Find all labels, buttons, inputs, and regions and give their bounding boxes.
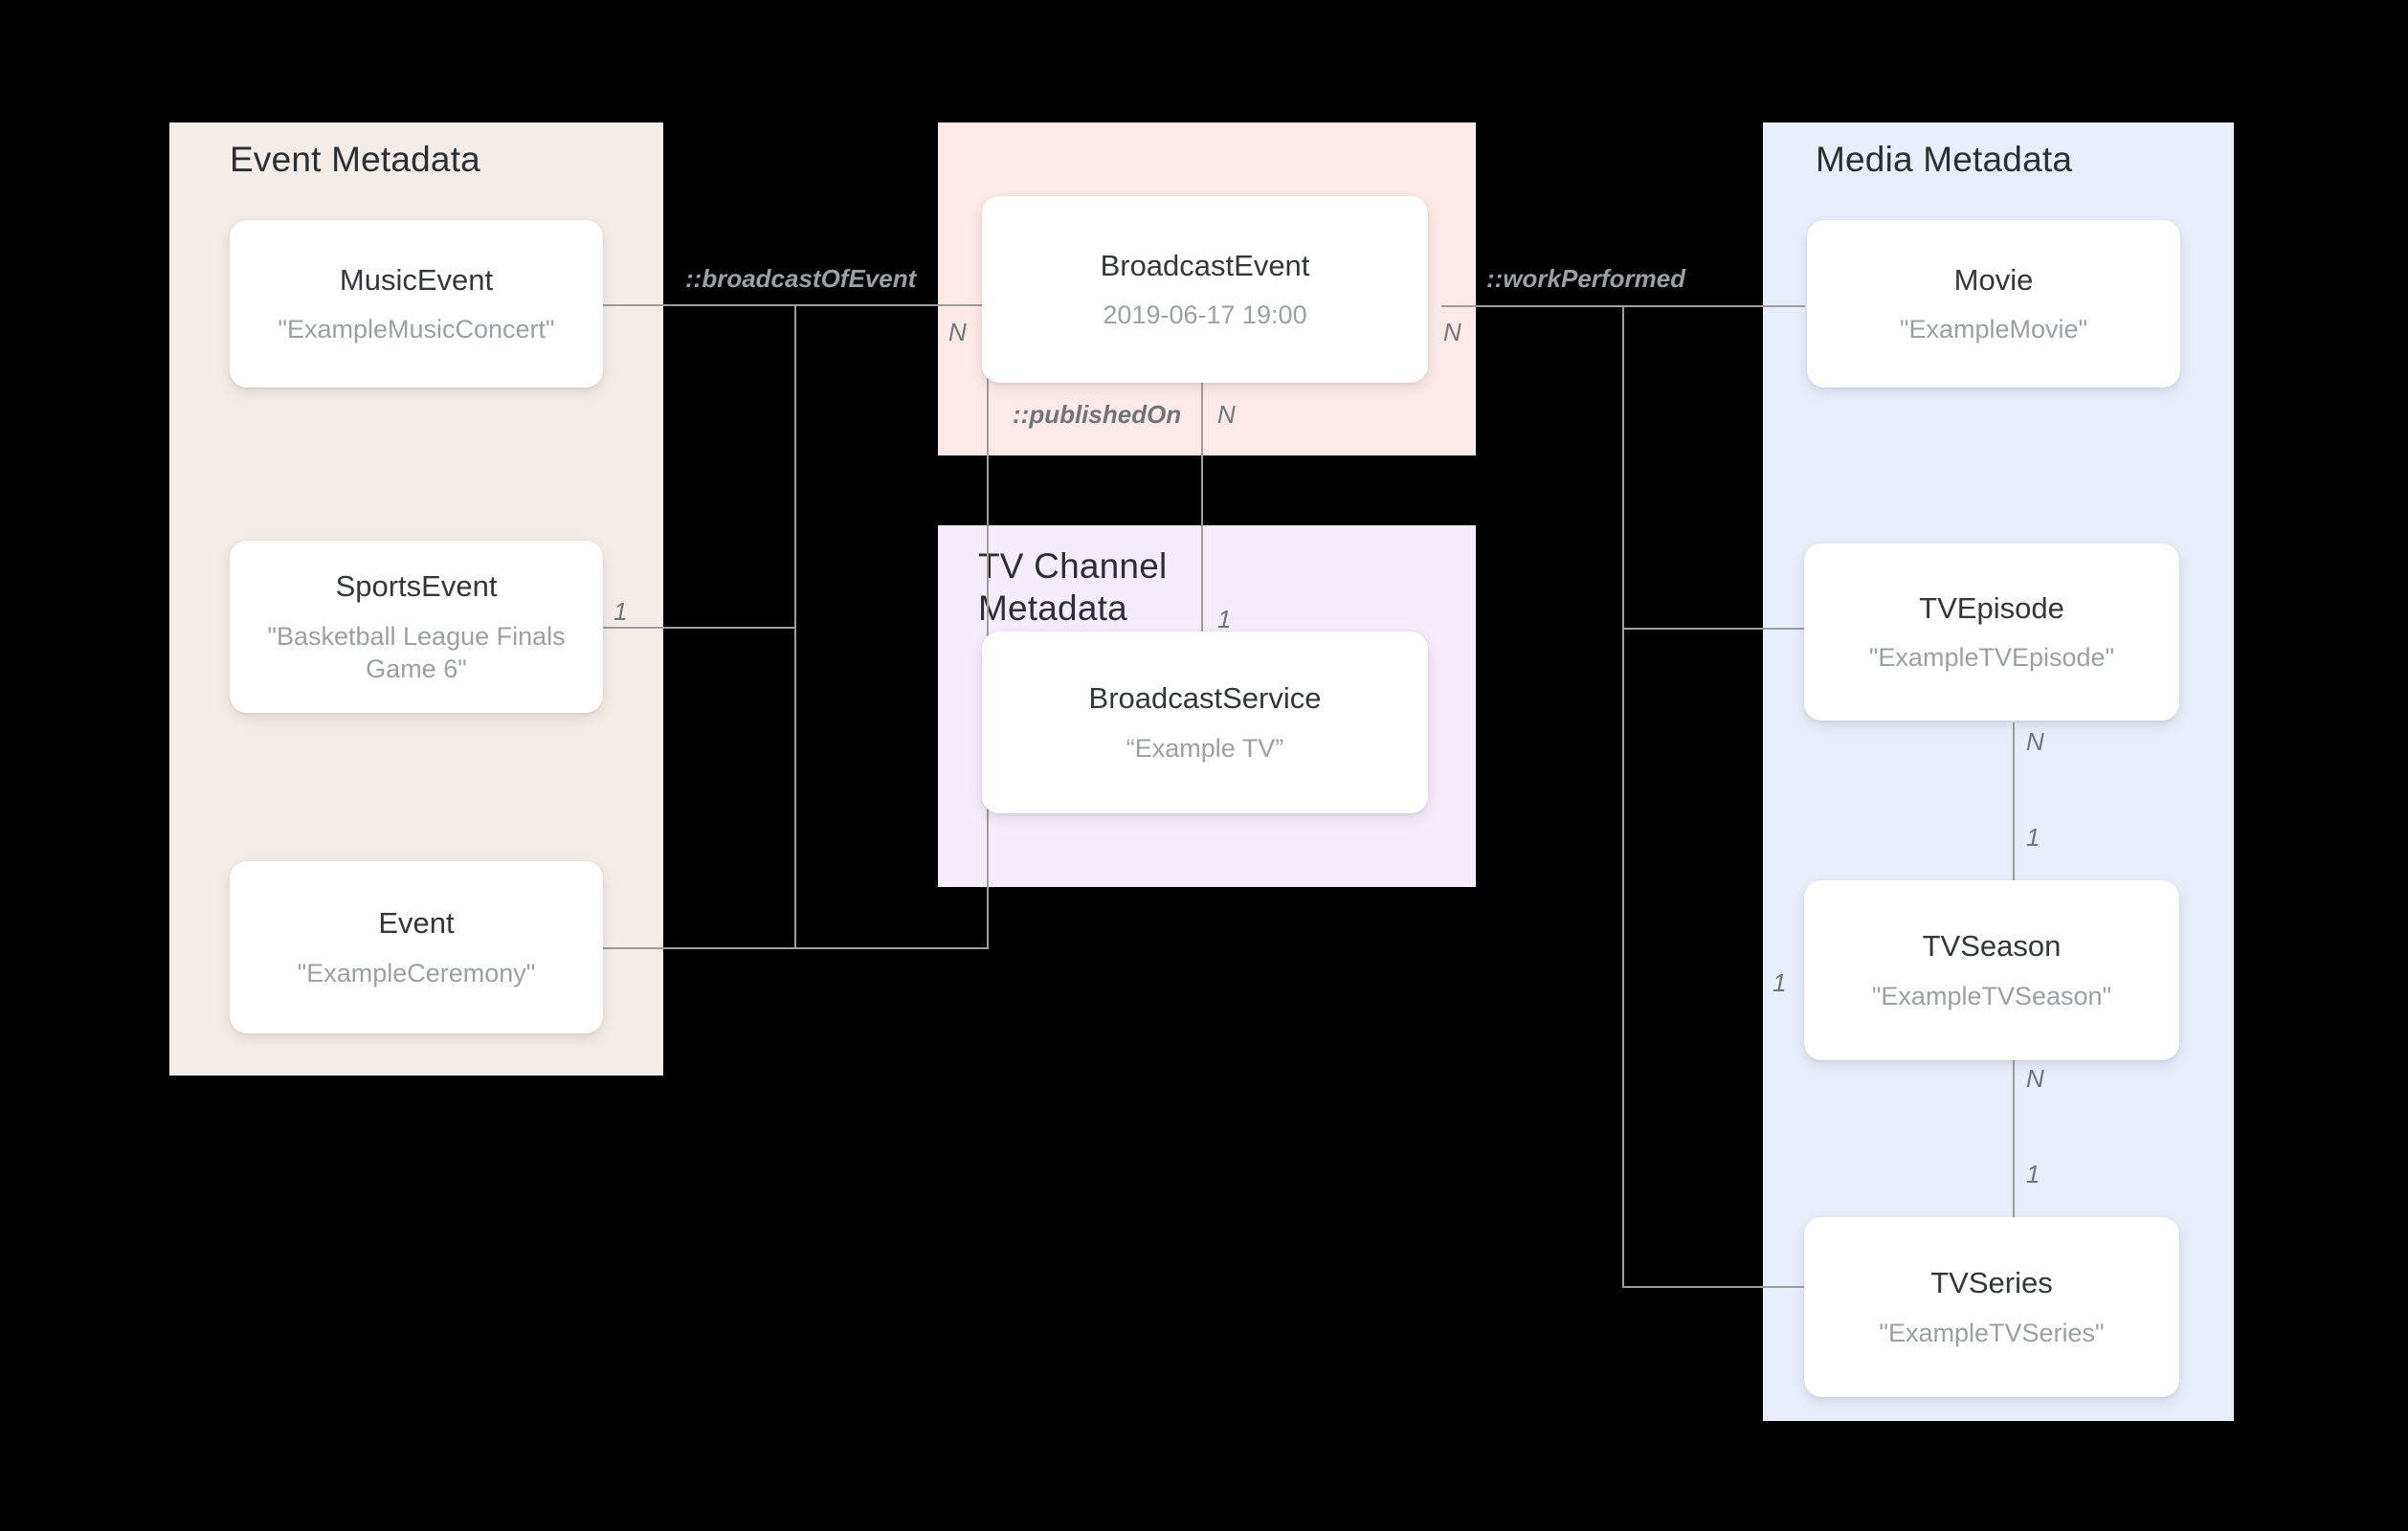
entity-type-event: Event bbox=[378, 906, 455, 941]
cardinality-broadcast-of-event-right: N bbox=[948, 318, 967, 346]
entity-card-sports-event[interactable]: SportsEvent "Basketball League Finals Ga… bbox=[230, 541, 603, 713]
entity-type-music-event: MusicEvent bbox=[339, 262, 494, 297]
entity-card-event[interactable]: Event "ExampleCeremony" bbox=[230, 861, 603, 1033]
entity-value-movie: "ExampleMovie" bbox=[1899, 315, 2088, 344]
entity-value-tv-episode: "ExampleTVEpisode" bbox=[1868, 643, 2115, 673]
entity-type-broadcast-event: BroadcastEvent bbox=[1100, 248, 1310, 282]
cardinality-work-performed-left: N bbox=[1443, 318, 1461, 346]
cardinality-broadcast-of-event-left: 1 bbox=[613, 597, 628, 626]
entity-type-tv-series: TVSeries bbox=[1930, 1266, 2053, 1300]
cardinality-media-trunk: 1 bbox=[1773, 968, 1787, 997]
entity-value-event: "ExampleCeremony" bbox=[297, 958, 536, 987]
group-title-media-metadata: Media Metadata bbox=[1816, 140, 2073, 179]
entity-type-tv-season: TVSeason bbox=[1922, 929, 2062, 964]
connector-event-branch-vertical bbox=[987, 306, 989, 947]
entity-value-broadcast-service: “Example TV” bbox=[1126, 733, 1284, 763]
relation-label-broadcast-of-event: ::broadcastOfEvent bbox=[685, 264, 917, 293]
entity-card-movie[interactable]: Movie "ExampleMovie" bbox=[1807, 220, 2180, 388]
connector-published-on bbox=[1201, 383, 1203, 670]
connector-event-trunk bbox=[794, 304, 796, 949]
cardinality-season-to-series-top: N bbox=[2026, 1064, 2044, 1093]
entity-card-tv-episode[interactable]: TVEpisode "ExampleTVEpisode" bbox=[1804, 544, 2179, 721]
cardinality-published-on-service: 1 bbox=[1217, 605, 1232, 633]
entity-value-tv-season: "ExampleTVSeason" bbox=[1871, 981, 2112, 1010]
entity-value-sports-event: "Basketball League Finals Game 6" bbox=[267, 621, 566, 683]
cardinality-episode-to-season-top: N bbox=[2026, 727, 2044, 756]
entity-type-movie: Movie bbox=[1953, 262, 2034, 297]
relation-label-work-performed: ::workPerformed bbox=[1486, 264, 1686, 293]
entity-value-tv-series: "ExampleTVSeries" bbox=[1879, 1318, 2105, 1347]
connector-sports-event-stub bbox=[601, 627, 796, 629]
entity-type-tv-episode: TVEpisode bbox=[1919, 590, 2064, 625]
entity-value-music-event: "ExampleMusicConcert" bbox=[278, 315, 555, 344]
cardinality-published-on-event: N bbox=[1217, 400, 1236, 429]
connector-event-stub bbox=[601, 947, 796, 949]
group-title-event-metadata: Event Metadata bbox=[230, 140, 480, 179]
connector-season-series bbox=[2013, 1060, 2015, 1252]
entity-card-music-event[interactable]: MusicEvent "ExampleMusicConcert" bbox=[230, 220, 603, 388]
connector-music-event-stub bbox=[601, 304, 796, 306]
connector-media-trunk bbox=[1622, 305, 1624, 1288]
entity-value-broadcast-event: 2019-06-17 19:00 bbox=[1103, 300, 1307, 330]
connector-tv-episode-stub bbox=[1622, 628, 1809, 630]
entity-card-broadcast-event[interactable]: BroadcastEvent 2019-06-17 19:00 bbox=[982, 196, 1428, 383]
connector-tv-series-stub bbox=[1622, 1286, 1809, 1288]
entity-card-broadcast-service[interactable]: BroadcastService “Example TV” bbox=[982, 632, 1428, 813]
cardinality-season-to-series-bottom: 1 bbox=[2026, 1160, 2040, 1188]
cardinality-episode-to-season-bottom: 1 bbox=[2026, 823, 2040, 852]
connector-episode-season bbox=[2013, 722, 2015, 912]
relation-label-published-on: ::publishedOn bbox=[1013, 400, 1182, 429]
connector-event-branch-bottom bbox=[794, 947, 989, 949]
entity-card-tv-series[interactable]: TVSeries "ExampleTVSeries" bbox=[1804, 1217, 2179, 1397]
entity-type-broadcast-service: BroadcastService bbox=[1088, 681, 1322, 716]
group-title-tv-channel-metadata: TV Channel Metadata bbox=[978, 546, 1168, 628]
entity-card-tv-season[interactable]: TVSeason "ExampleTVSeason" bbox=[1804, 880, 2179, 1060]
entity-type-sports-event: SportsEvent bbox=[335, 569, 498, 604]
connector-broadcast-of-event-main bbox=[794, 304, 1016, 306]
